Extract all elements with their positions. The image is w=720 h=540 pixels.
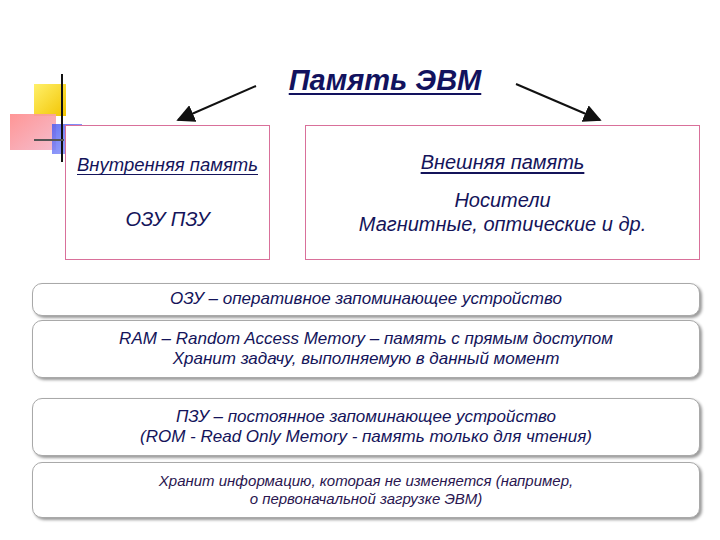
definition-band: RAM – Random Access Memory – память с пр… (32, 320, 700, 378)
decor-line (34, 139, 64, 141)
node-heading: RAM – Random Access Memory – память с пр… (119, 329, 613, 349)
node-text: Хранит задачу, выполняемую в данный моме… (173, 349, 560, 369)
title-arrow (178, 86, 256, 120)
node-heading: ОЗУ – оперативное запоминающее устройств… (170, 289, 562, 309)
node-heading: ПЗУ – постоянное запоминающее устройство (176, 407, 556, 427)
node-heading: Внутренняя память (77, 154, 258, 176)
title-arrow (516, 84, 600, 120)
node-heading: Внешняя память (421, 150, 585, 174)
node-text: ОЗУ ПЗУ (126, 207, 210, 231)
node-text: Носители (454, 188, 550, 212)
memory-box: Внешняя памятьНосителиМагнитные, оптичес… (305, 125, 700, 260)
red-square (10, 114, 56, 150)
decor-line (61, 74, 63, 162)
node-text: Магнитные, оптические и др. (359, 212, 646, 236)
diagram-title: Память ЭВМ (200, 64, 570, 97)
memory-box: Внутренняя памятьОЗУ ПЗУ (65, 125, 270, 260)
node-text: (ROM - Read Only Memory - память только … (140, 427, 592, 447)
node-heading: Хранит информацию, которая не изменяется… (156, 472, 576, 508)
definition-band: ОЗУ – оперативное запоминающее устройств… (32, 283, 700, 316)
definition-band: ПЗУ – постоянное запоминающее устройство… (32, 398, 700, 456)
definition-band: Хранит информацию, которая не изменяется… (32, 462, 700, 518)
